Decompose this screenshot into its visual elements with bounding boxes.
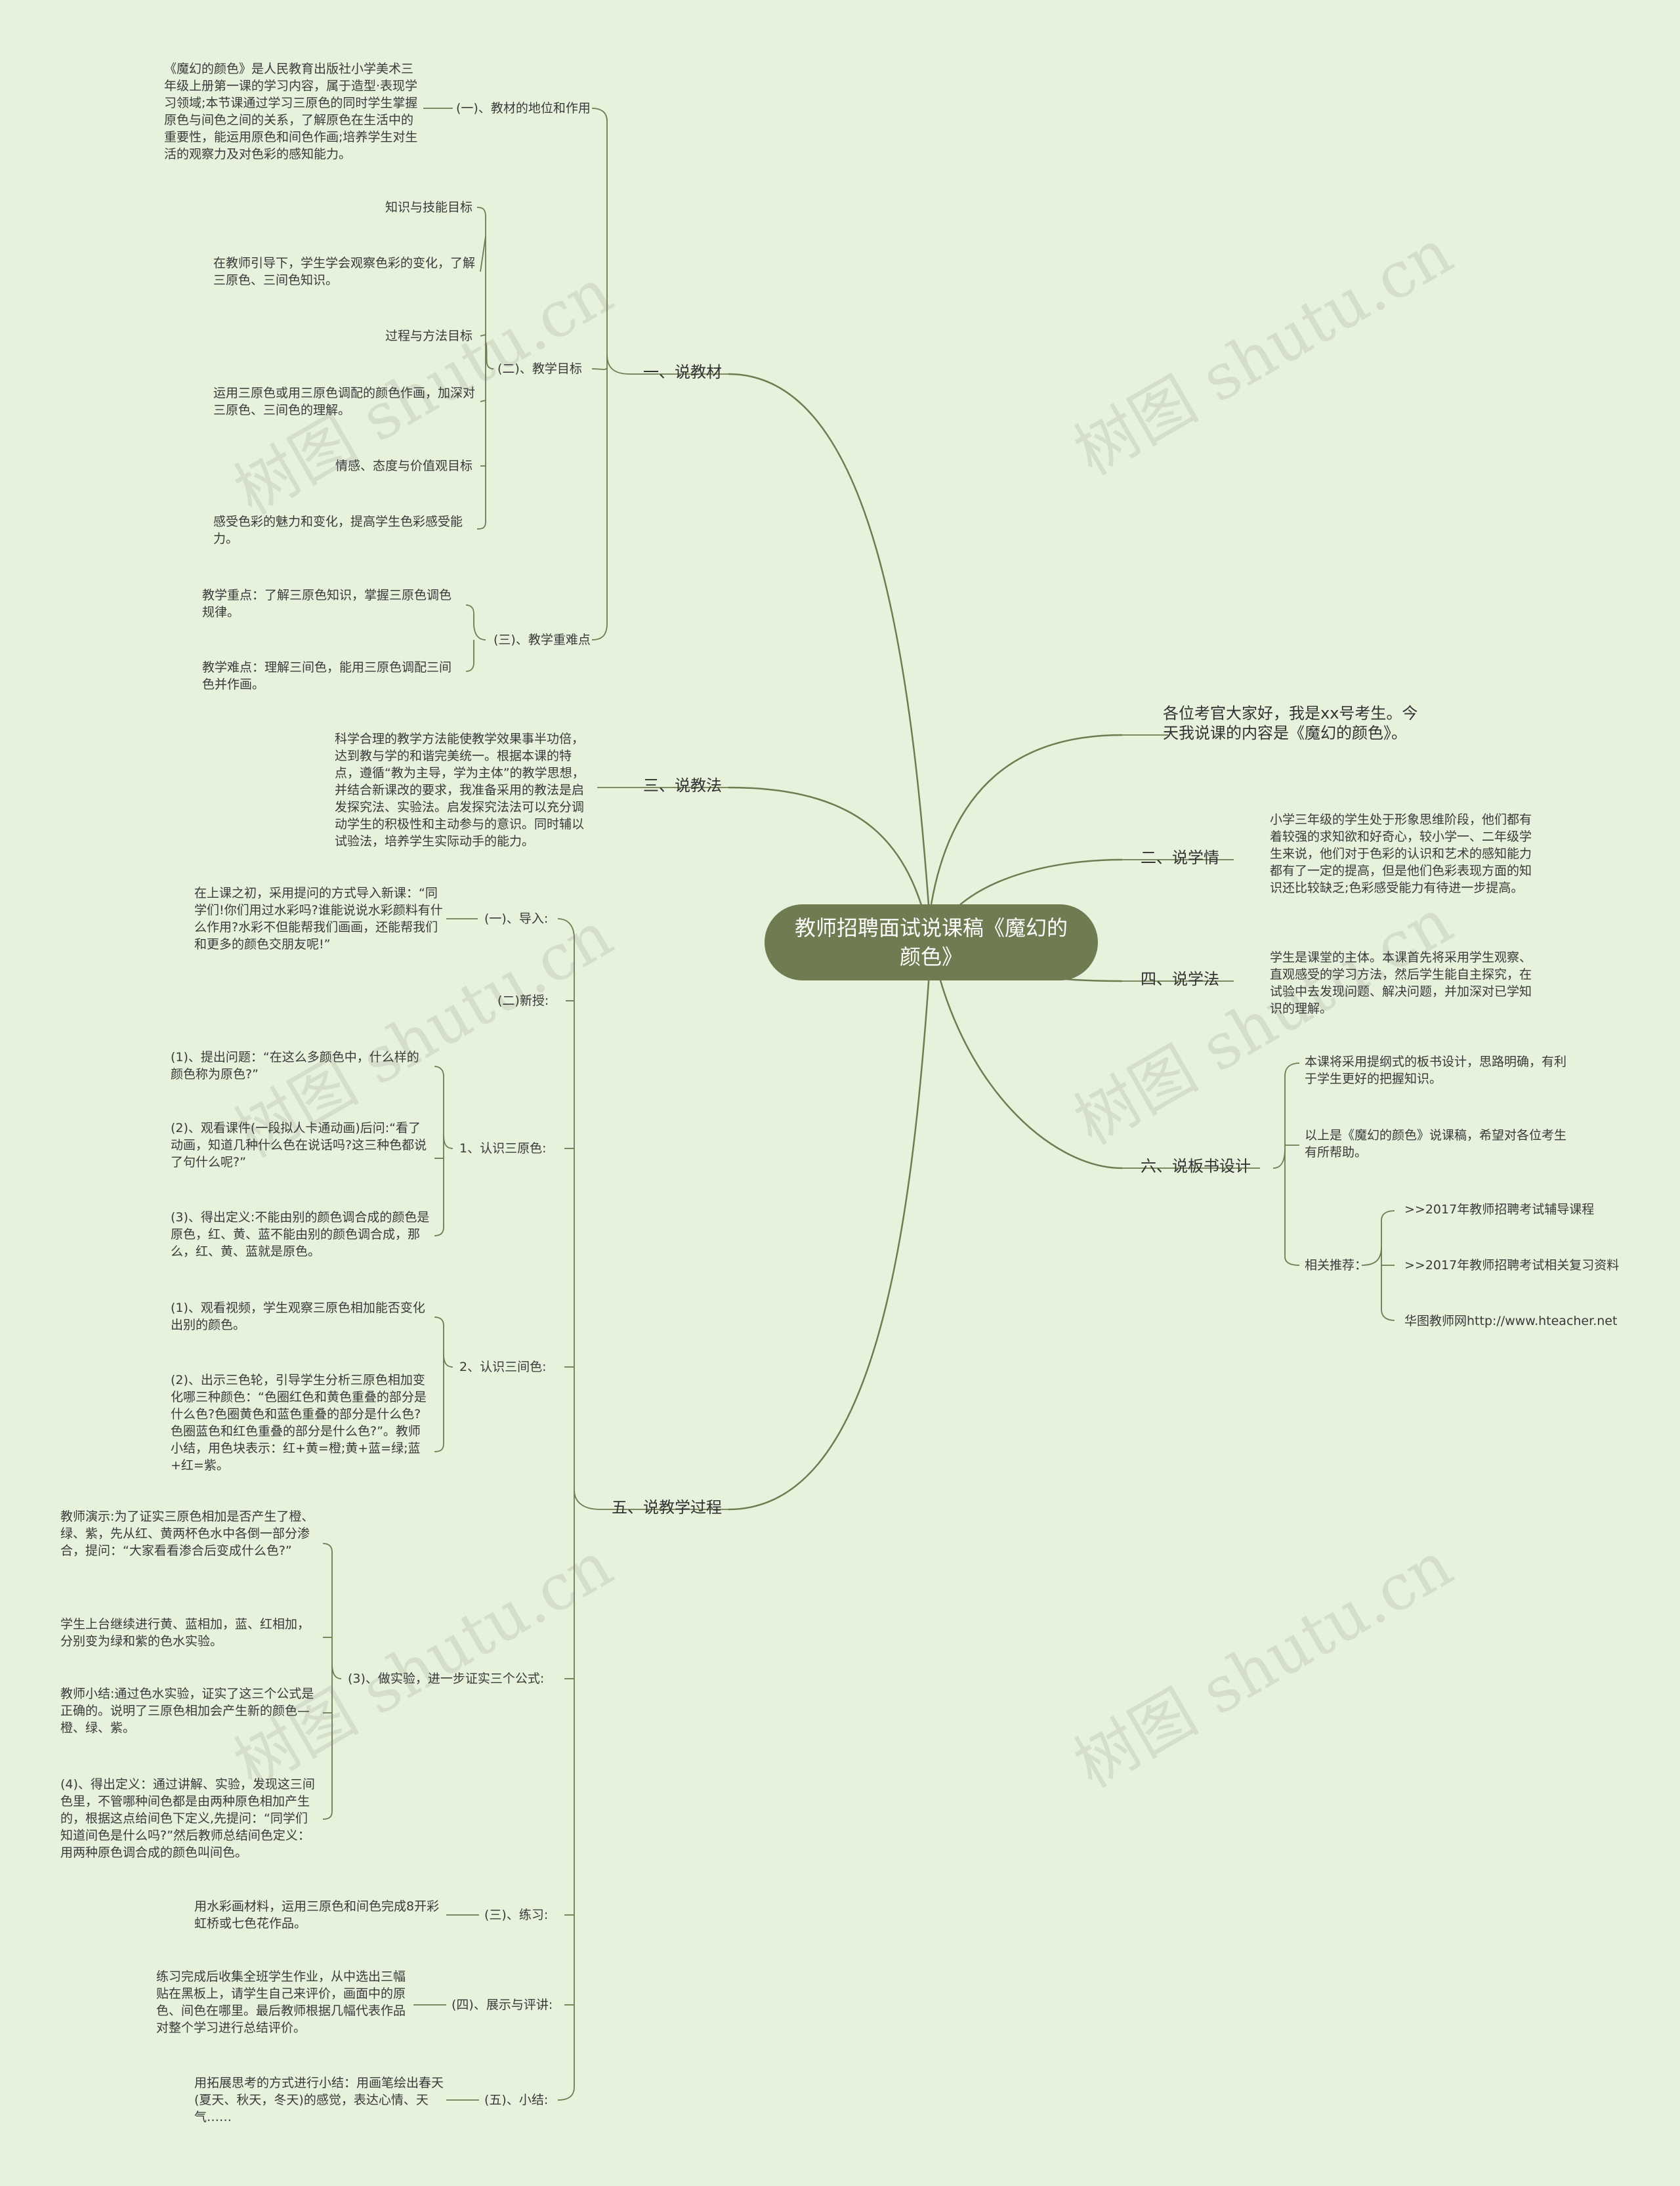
yuanse-item: (3)、得出定义:不能由别的颜色调合成的颜色是原色，红、黄、蓝不能由别的颜色调合… [171, 1210, 430, 1259]
xiaojie-text: 用拓展思考的方式进行小结：用画笔绘出春天(夏天、秋天，冬天)的感觉，表达心情、天… [194, 2076, 444, 2124]
xuefa-title[interactable]: 四、说学法 [1141, 970, 1219, 988]
diwei-text: 《魔幻的颜色》是人民教育出版社小学美术三年级上册第一课的学习内容，属于造型·表现… [164, 62, 418, 161]
mubiao-item-label: 知识与技能目标 [385, 200, 472, 215]
yuanse-label[interactable]: 1、认识三原色: [459, 1141, 547, 1156]
zhongnan-item: 教学难点：理解三间色，能用三原色调配三间色并作画。 [202, 660, 452, 692]
mubiao-label[interactable]: (二)、教学目标 [497, 362, 582, 376]
banshu-item: 以上是《魔幻的颜色》说课稿，希望对各位考生有所帮助。 [1305, 1128, 1567, 1160]
mubiao-item-text: 在教师引导下，学生学会观察色彩的变化，了解三原色、三间色知识。 [213, 256, 476, 287]
zhanshi-text: 练习完成后收集全班学生作业，从中选出三幅贴在黑板上，请学生自己来评价，画面中的原… [156, 1969, 406, 2035]
shiyan-item: 教师演示:为了证实三原色相加是否产生了橙、绿、紫，先从红、黄两杯色水中各倒一部分… [60, 1509, 314, 1558]
mubiao-item-text: 运用三原色或用三原色调配的颜色作画，加深对三原色、三间色的理解。 [213, 386, 476, 417]
jianse-item: (2)、出示三色轮，引导学生分析三原色相加变化哪三种颜色：“色圈红色和黄色重叠的… [171, 1373, 427, 1473]
mubiao-item-label: 过程与方法目标 [385, 329, 472, 343]
banshu-item: 本课将采用提纲式的板书设计，思路明确，有利于学生更好的把握知识。 [1305, 1055, 1567, 1086]
yuanse-item: (1)、提出问题：“在这么多颜色中，什么样的颜色称为原色?” [171, 1050, 419, 1082]
root-title: 教师招聘面试说课稿《魔幻的颜色》 [794, 915, 1068, 969]
jiaofa-text: 科学合理的教学方法能使教学效果事半功倍，达到教与学的和谐完美统一。根据本课的特点… [335, 732, 585, 849]
xuefa-text: 学生是课堂的主体。本课首先将采用学生观察、直观感受的学习方法，然后学生能自主探究… [1270, 950, 1532, 1016]
banshu-title[interactable]: 六、说板书设计 [1141, 1157, 1251, 1175]
jianse-label[interactable]: 2、认识三间色: [459, 1360, 547, 1374]
rec-label: 相关推荐： [1305, 1258, 1368, 1272]
shiyan-label[interactable]: (3)、做实验，进一步证实三个公式: [348, 1671, 545, 1686]
shiyan-item: 学生上台继续进行黄、蓝相加，蓝、红相加，分别变为绿和紫的色水实验。 [60, 1617, 310, 1649]
rec-link[interactable]: >>2017年教师招聘考试相关复习资料 [1404, 1258, 1620, 1272]
daoru-label[interactable]: (一)、导入: [484, 912, 549, 926]
xiaojie-label[interactable]: (五)、小结: [484, 2093, 549, 2107]
yuanse-item: (2)、观看课件(一段拟人卡通动画)后问:“看了动画，知道几种什么色在说话吗?这… [171, 1121, 427, 1169]
lianxi-label[interactable]: (三)、练习: [484, 1908, 549, 1922]
guocheng-title[interactable]: 五、说教学过程 [612, 1498, 722, 1517]
root-node[interactable]: 教师招聘面试说课稿《魔幻的颜色》 [765, 904, 1098, 980]
jiaocai-title[interactable]: 一、说教材 [643, 363, 722, 381]
jiaofa-title[interactable]: 三、说教法 [643, 776, 722, 795]
xinshou-label[interactable]: (二)新授: [497, 994, 549, 1008]
zhongnan-item: 教学重点：了解三原色知识，掌握三原色调色规律。 [202, 588, 452, 620]
jianse-item: (1)、观看视频，学生观察三原色相加能否变化出别的颜色。 [171, 1301, 425, 1332]
zhanshi-label[interactable]: (四)、展示与评讲: [452, 1998, 553, 2012]
daoru-text: 在上课之初，采用提问的方式导入新课：“同学们!你们用过水彩吗?谁能说说水彩颜料有… [194, 886, 443, 952]
xueqing-text: 小学三年级的学生处于形象思维阶段，他们都有着较强的求知欲和好奇心，较小学一、二年… [1270, 812, 1532, 895]
rec-link[interactable]: >>2017年教师招聘考试辅导课程 [1404, 1202, 1595, 1217]
shiyan-item: (4)、得出定义：通过讲解、实验，发现这三间色里，不管哪种间色都是由两种原色相加… [60, 1777, 315, 1860]
intro-node[interactable]: 各位考官大家好，我是xx号考生。今天我说课的内容是《魔幻的颜色》。 [1163, 704, 1418, 742]
mubiao-item-text: 感受色彩的魅力和变化，提高学生色彩感受能力。 [213, 515, 463, 546]
xueqing-title[interactable]: 二、说学情 [1141, 849, 1219, 867]
zhongnan-label[interactable]: (三)、教学重难点 [494, 633, 591, 647]
shiyan-item: 教师小结:通过色水实验，证实了这三个公式是正确的。说明了三原色相加会产生新的颜色… [60, 1687, 314, 1735]
rec-link[interactable]: 华图教师网http://www.hteacher.net [1404, 1314, 1618, 1328]
lianxi-text: 用水彩画材料，运用三原色和间色完成8开彩虹桥或七色花作品。 [194, 1899, 440, 1931]
mubiao-item-label: 情感、态度与价值观目标 [335, 459, 472, 473]
diwei-label[interactable]: (一)、教材的地位和作用 [456, 101, 591, 116]
